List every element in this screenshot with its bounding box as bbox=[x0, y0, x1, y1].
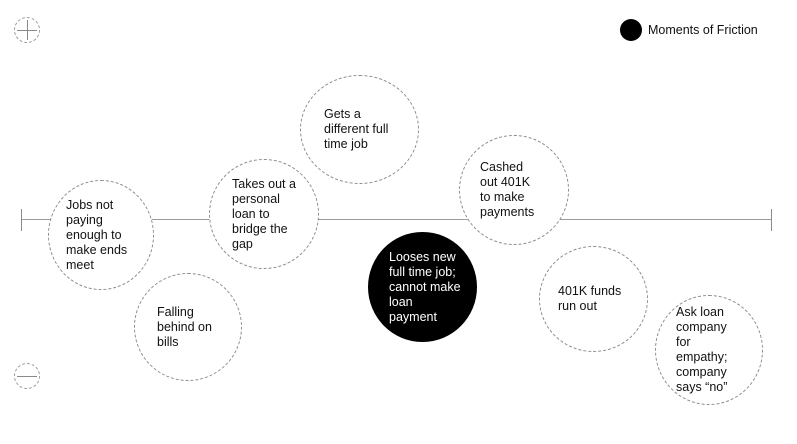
event-node-ask-empathy[interactable]: Ask loan company for empathy; company sa… bbox=[655, 295, 763, 405]
zoom-out-button[interactable] bbox=[14, 363, 40, 389]
event-label: Jobs not paying enough to make ends meet bbox=[66, 197, 128, 272]
event-label: Ask loan company for empathy; company sa… bbox=[676, 305, 728, 394]
event-label: Gets a different full time job bbox=[324, 107, 389, 151]
event-label: Looses new full time job; cannot make lo… bbox=[389, 249, 461, 324]
event-node-looses-job[interactable]: Looses new full time job; cannot make lo… bbox=[368, 232, 477, 342]
event-node-cashed-401k[interactable]: Cashed out 401K to make payments bbox=[459, 135, 569, 245]
event-label: 401K funds run out bbox=[558, 284, 622, 313]
event-node-401k-run-out[interactable]: 401K funds run out bbox=[539, 246, 648, 352]
legend-friction-marker bbox=[620, 19, 642, 41]
event-node-personal-loan[interactable]: Takes out a personal loan to bridge the … bbox=[209, 159, 319, 269]
zoom-in-button[interactable] bbox=[14, 17, 40, 43]
timeline-end-tick bbox=[771, 209, 772, 231]
timeline-axis bbox=[21, 219, 772, 220]
legend: Moments of Friction bbox=[620, 18, 758, 42]
event-node-jobs-not-paying[interactable]: Jobs not paying enough to make ends meet bbox=[48, 180, 154, 290]
event-label: Cashed out 401K to make payments bbox=[480, 160, 535, 219]
legend-label: Moments of Friction bbox=[648, 23, 758, 37]
event-label: Takes out a personal loan to bridge the … bbox=[232, 176, 296, 251]
event-node-different-job[interactable]: Gets a different full time job bbox=[300, 75, 419, 184]
event-label: Falling behind on bills bbox=[157, 304, 212, 349]
event-node-falling-behind[interactable]: Falling behind on bills bbox=[134, 273, 242, 381]
timeline-start-tick bbox=[21, 209, 22, 231]
